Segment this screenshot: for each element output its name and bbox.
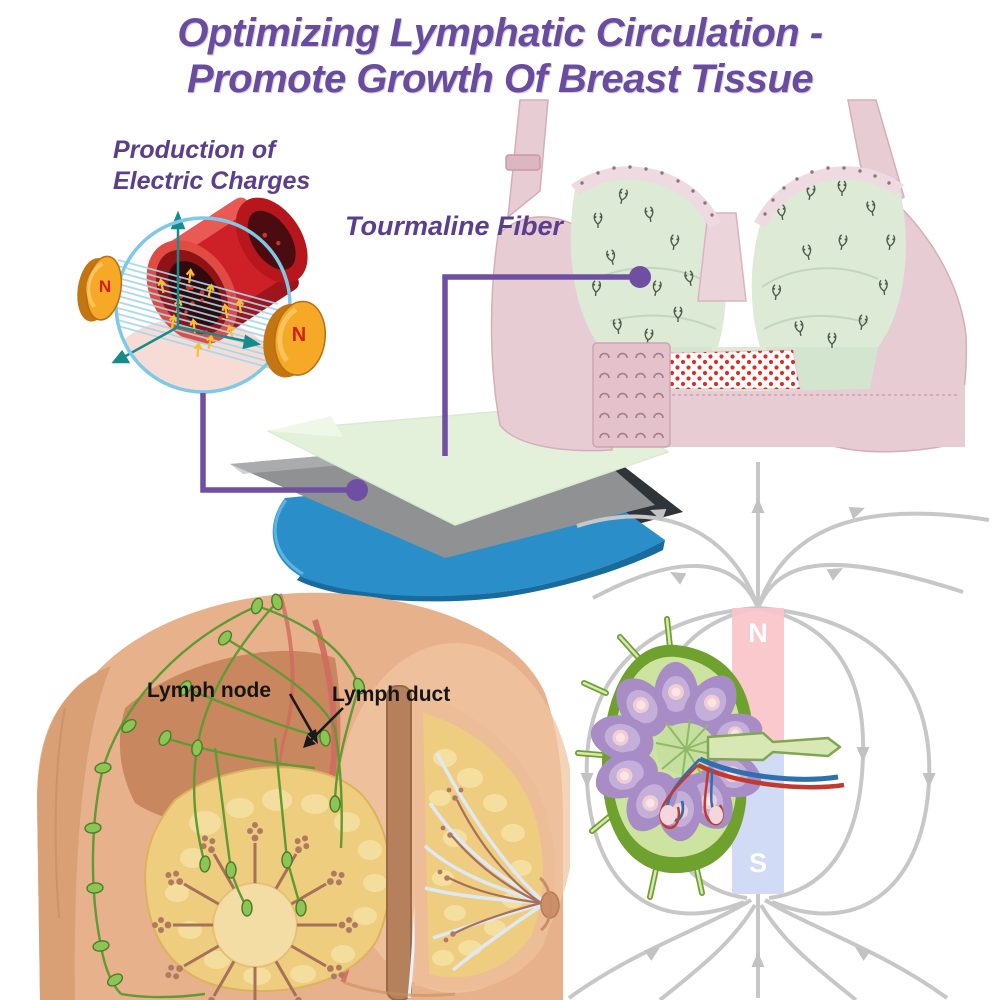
afferent-vessel-cores xyxy=(576,617,704,899)
flux-lines xyxy=(117,259,279,371)
node-blood-vessels xyxy=(659,756,845,830)
bra-cup-left-lining xyxy=(570,172,726,367)
disc-magnet-right-pole-label: N xyxy=(291,324,307,346)
label-lymph-duct: Lymph duct xyxy=(332,683,451,706)
label-arrows xyxy=(288,693,344,748)
page-title-line2: Promote Growth Of Breast Tissue xyxy=(186,57,814,102)
electric-charge-diagram xyxy=(77,197,327,394)
fabric-layer-green-fold xyxy=(268,416,343,437)
efferent-vessel xyxy=(706,731,842,762)
fabric-layer-blue-highlight xyxy=(273,499,304,576)
page-title: Optimizing Lymphatic Circulation - Promo… xyxy=(0,10,1000,103)
connector-tourmaline xyxy=(442,274,632,456)
disc-magnet-left xyxy=(77,255,123,322)
label-lymph-node: Lymph node xyxy=(147,679,272,702)
bar-magnet-south-label: S xyxy=(748,848,767,878)
arm-shading xyxy=(37,666,111,1000)
connector-dot-bra-cup xyxy=(629,266,651,288)
connector-dot-gray-layer xyxy=(346,479,368,501)
disc-magnet-left-pole-label: N xyxy=(98,277,112,296)
breast-anatomy-diagram xyxy=(37,592,570,1000)
charge-sparks xyxy=(156,268,246,359)
label-production-line2: Electric Charges xyxy=(113,167,311,195)
disc-magnet-right xyxy=(263,300,327,378)
page-title-line1: Optimizing Lymphatic Circulation - xyxy=(177,11,823,55)
underbreast-shadow xyxy=(342,980,456,997)
breast-cross-section xyxy=(413,693,560,991)
label-production-line1: Production of xyxy=(113,136,276,164)
mammary-gland xyxy=(150,820,360,1000)
eyelet-trim xyxy=(571,165,904,229)
label-production-of-electric-charges: Production of Electric Charges xyxy=(113,135,310,197)
hook-eye-panel xyxy=(592,342,671,448)
bar-magnet-north-label: N xyxy=(748,618,768,648)
lymph-node-cross-section xyxy=(575,616,845,900)
magnetic-field-diagram xyxy=(567,462,990,1000)
bra-strap-left xyxy=(505,99,549,219)
bra-center-gore xyxy=(697,212,747,302)
thermal-mesh xyxy=(657,349,801,390)
label-tourmaline-fiber: Tourmaline Fiber xyxy=(345,211,564,241)
section-cut-band xyxy=(386,685,412,1000)
connector-production xyxy=(200,393,348,493)
arm-crease xyxy=(54,707,66,919)
field-lines xyxy=(567,462,990,1000)
